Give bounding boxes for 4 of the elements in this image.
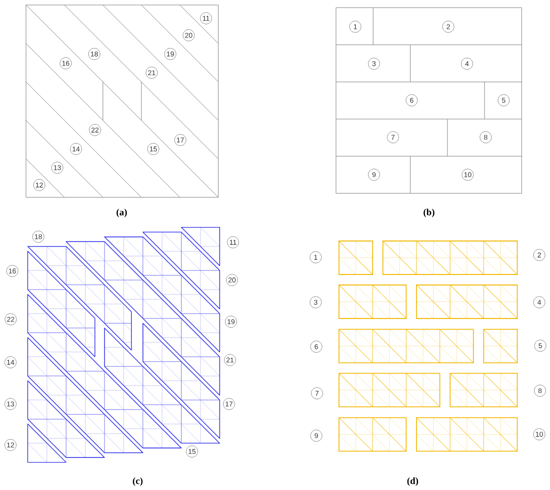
subfigure-label: (b) bbox=[424, 208, 434, 218]
subfigure-label: (a) bbox=[116, 208, 127, 218]
subfigure-label: (d) bbox=[407, 477, 418, 486]
subfigure-label: (c) bbox=[132, 477, 143, 486]
